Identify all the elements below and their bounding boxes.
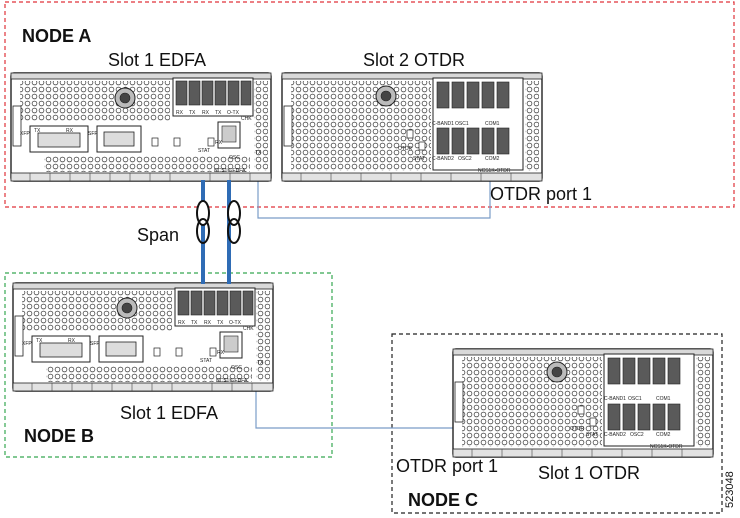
- otdr-a-otdr: OTDR: [398, 146, 413, 152]
- otdr-c-bottom-com2: COM2: [656, 432, 671, 438]
- edfa-a-port-rx1: RX: [176, 110, 184, 116]
- figure-id: 523048: [724, 471, 736, 508]
- node-a-slot2-title: Slot 2 OTDR: [363, 50, 465, 70]
- node-b-slot1-title: Slot 1 EDFA: [120, 403, 218, 423]
- otdr-c-top-cband1: C-BAND1: [604, 396, 626, 402]
- node-a-boundary: [4, 1, 735, 208]
- edfa-b-port-chk: CHK: [243, 326, 254, 332]
- edfa-b-sfp: SFP: [90, 341, 100, 347]
- otdr-a-top-com1: COM1: [485, 121, 500, 127]
- edfa-b-port-tx2: TX: [217, 320, 224, 326]
- node-b-boundary: [4, 272, 333, 458]
- edfa-a-sfp: SFP: [88, 131, 98, 137]
- edfa-a-model: NCS1K-EDFA: [214, 168, 246, 174]
- edfa-a-port-otx: O-TX: [227, 110, 240, 116]
- otdr-c-top-osc1: OSC1: [628, 396, 642, 402]
- otdr-c-otdr: OTDR: [570, 426, 585, 432]
- edfa-a-port-chk: CHK: [241, 116, 252, 122]
- edfa-b-osc-rx: RX: [217, 350, 225, 356]
- otdr-a-top-osc1: OSC1: [455, 121, 469, 127]
- otdr-a-stat: STAT: [413, 156, 425, 162]
- edfa-a-port-rx2: RX: [202, 110, 210, 116]
- otdr-c-bottom-osc2: OSC2: [630, 432, 644, 438]
- otdr-a-bottom-cband2: C-BAND2: [432, 156, 454, 162]
- edfa-a-rx: RX: [66, 128, 74, 134]
- span-label: Span: [137, 225, 179, 245]
- edfa-b-osc: OSC: [231, 365, 242, 371]
- edfa-b-stat: STAT: [200, 358, 212, 364]
- edfa-b-osc-tx: TX: [257, 360, 264, 366]
- node-c-boundary: [391, 333, 723, 514]
- otdr-link-node-a: [257, 168, 491, 219]
- otdr-a-bottom-osc2: OSC2: [458, 156, 472, 162]
- otdr-a-model: NCS1K-OTDR: [478, 168, 511, 174]
- node-c-label: NODE C: [408, 490, 478, 510]
- node-a-otdr-port-label: OTDR port 1: [490, 184, 592, 204]
- node-a-otdr-card: NCS1K-OTDR C-BAND1 OSC1 COM1 C-BAND2 OSC…: [281, 72, 543, 182]
- node-a-edfa-card: NCS1K-EDFA RX TX RX TX O-TX CHK OSC TX R…: [10, 72, 272, 182]
- edfa-b-model: NCS1K-EDFA: [216, 378, 248, 384]
- otdr-c-bottom-cband2: C-BAND2: [604, 432, 626, 438]
- fiber-coil-icon: [196, 200, 241, 244]
- otdr-a-bottom-com2: COM2: [485, 156, 500, 162]
- node-b-edfa-card: NCS1K-EDFA RX TX RX TX O-TX CHK OSC TX R…: [12, 282, 274, 392]
- edfa-a-port-tx2: TX: [215, 110, 222, 116]
- otdr-a-top-cband1: C-BAND1: [432, 121, 454, 127]
- edfa-a-osc-tx: TX: [255, 150, 262, 156]
- otdr-c-top-com1: COM1: [656, 396, 671, 402]
- edfa-b-tx: TX: [36, 338, 43, 344]
- edfa-a-port-tx1: TX: [189, 110, 196, 116]
- edfa-a-xfp: XFP: [20, 131, 30, 137]
- edfa-a-tx: TX: [34, 128, 41, 134]
- edfa-b-port-rx2: RX: [204, 320, 212, 326]
- node-b-label: NODE B: [24, 426, 94, 446]
- edfa-a-osc-rx: RX: [215, 140, 223, 146]
- edfa-b-port-tx1: TX: [191, 320, 198, 326]
- node-a-slot1-title: Slot 1 EDFA: [108, 50, 206, 70]
- node-c-otdr-card: NCS1K-OTDR C-BAND1 OSC1 COM1 C-BAND2 OSC…: [452, 348, 714, 458]
- otdr-link-node-b-to-c: [255, 378, 462, 429]
- edfa-b-xfp: XFP: [22, 341, 32, 347]
- edfa-a-osc: OSC: [229, 155, 240, 161]
- edfa-b-port-otx: O-TX: [229, 320, 242, 326]
- node-c-otdr-port-label: OTDR port 1: [396, 456, 498, 476]
- edfa-b-rx: RX: [68, 338, 76, 344]
- otdr-c-model: NCS1K-OTDR: [650, 444, 683, 450]
- edfa-a-stat: STAT: [198, 148, 210, 154]
- otdr-c-stat: STAT: [586, 432, 598, 438]
- node-c-slot1-title: Slot 1 OTDR: [538, 463, 640, 483]
- edfa-b-port-rx1: RX: [178, 320, 186, 326]
- node-a-label: NODE A: [22, 26, 91, 46]
